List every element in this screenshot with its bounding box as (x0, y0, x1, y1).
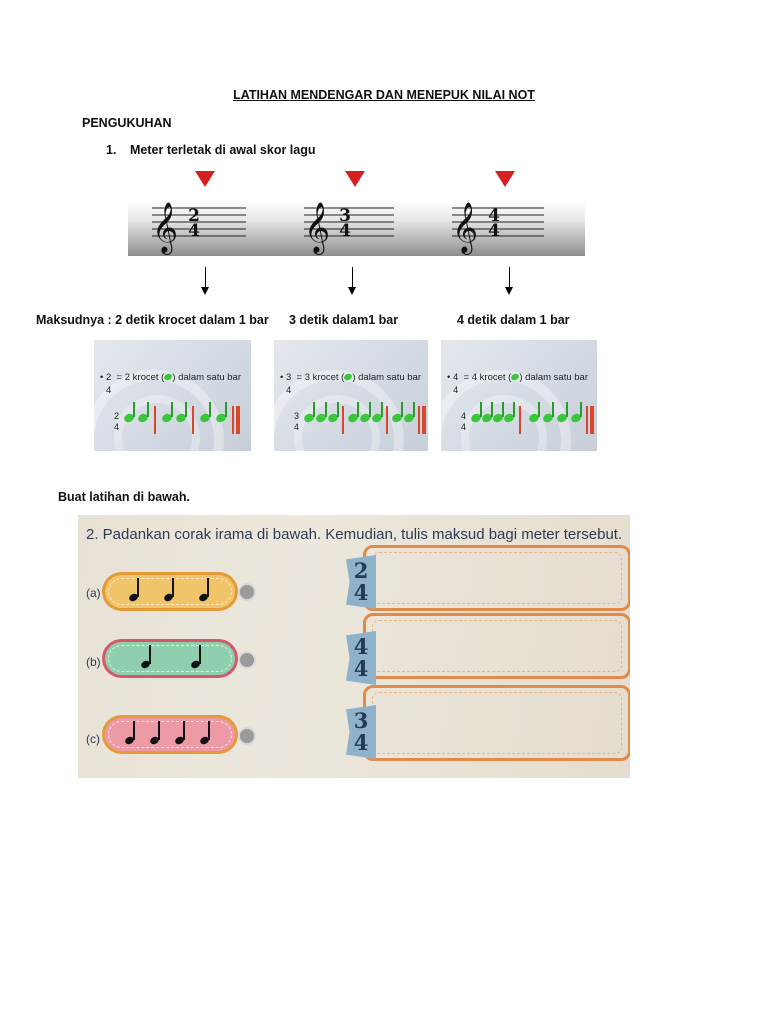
time-sig-top: 3 (339, 206, 351, 226)
exercise-image: 2. Padankan corak irama di bawah. Kemudi… (78, 515, 630, 778)
time-sig-top: 2 (188, 206, 200, 226)
pill-knob (238, 727, 256, 745)
list-item-number: 1. (106, 143, 117, 157)
down-triangle-marker-3 (495, 171, 515, 187)
list-item-text: Meter terletak di awal skor lagu (130, 143, 316, 157)
pill-knob (238, 583, 256, 601)
meaning-text-3: 4 detik dalam 1 bar (457, 313, 570, 327)
rhythm-pill-a (105, 575, 235, 608)
answer-box-1 (363, 545, 630, 611)
answer-box-2 (363, 613, 630, 679)
time-sig-top: 4 (488, 206, 500, 226)
treble-clef-icon: 𝄞 (452, 202, 478, 255)
arrow-line (205, 267, 206, 287)
note-row (469, 402, 595, 434)
time-sig-bottom: 4 (339, 221, 351, 241)
down-triangle-marker-1 (195, 171, 215, 187)
staff-illustration: 𝄞 𝄞 𝄞 2 4 3 4 4 4 (152, 202, 544, 255)
row-label: (c) (86, 732, 100, 746)
answer-box-3 (363, 685, 630, 761)
card-description: • 2 4 = 2 krocet () dalam satu bar (100, 372, 241, 396)
card-description: • 4 4 = 4 krocet () dalam satu bar (447, 372, 588, 396)
arrow-line (509, 267, 510, 287)
section-heading: PENGUKUHAN (82, 116, 172, 130)
list-item-1: 1. Meter terletak di awal skor lagu (106, 143, 316, 157)
row-label: (a) (86, 586, 101, 600)
arrow-down-icon (348, 287, 356, 295)
time-sig-bottom: 4 (188, 221, 200, 241)
exercise-instruction: Buat latihan di bawah. (58, 490, 190, 504)
arrow-line (352, 267, 353, 287)
arrow-down-icon (201, 287, 209, 295)
row-label: (b) (86, 655, 101, 669)
staff-strip: 𝄞 𝄞 𝄞 2 4 3 4 4 4 (128, 200, 585, 256)
rhythm-pill-b (105, 642, 235, 675)
pill-knob (238, 651, 256, 669)
time-sig-bottom: 4 (488, 221, 500, 241)
meaning-text-1: Maksudnya : 2 detik krocet dalam 1 bar (36, 313, 269, 327)
meaning-text-2: 3 detik dalam1 bar (289, 313, 399, 327)
arrow-down-icon (505, 287, 513, 295)
note-row (122, 402, 244, 434)
rhythm-pill-c (105, 718, 235, 751)
note-row (302, 402, 426, 434)
down-triangle-marker-2 (345, 171, 365, 187)
exercise-question: 2. Padankan corak irama di bawah. Kemudi… (86, 526, 623, 543)
treble-clef-icon: 𝄞 (152, 202, 178, 255)
card-description: • 3 4 = 3 krocet () dalam satu bar (280, 372, 421, 396)
treble-clef-icon: 𝄞 (304, 202, 330, 255)
page-title: LATIHAN MENDENGAR DAN MENEPUK NILAI NOT (233, 88, 535, 102)
